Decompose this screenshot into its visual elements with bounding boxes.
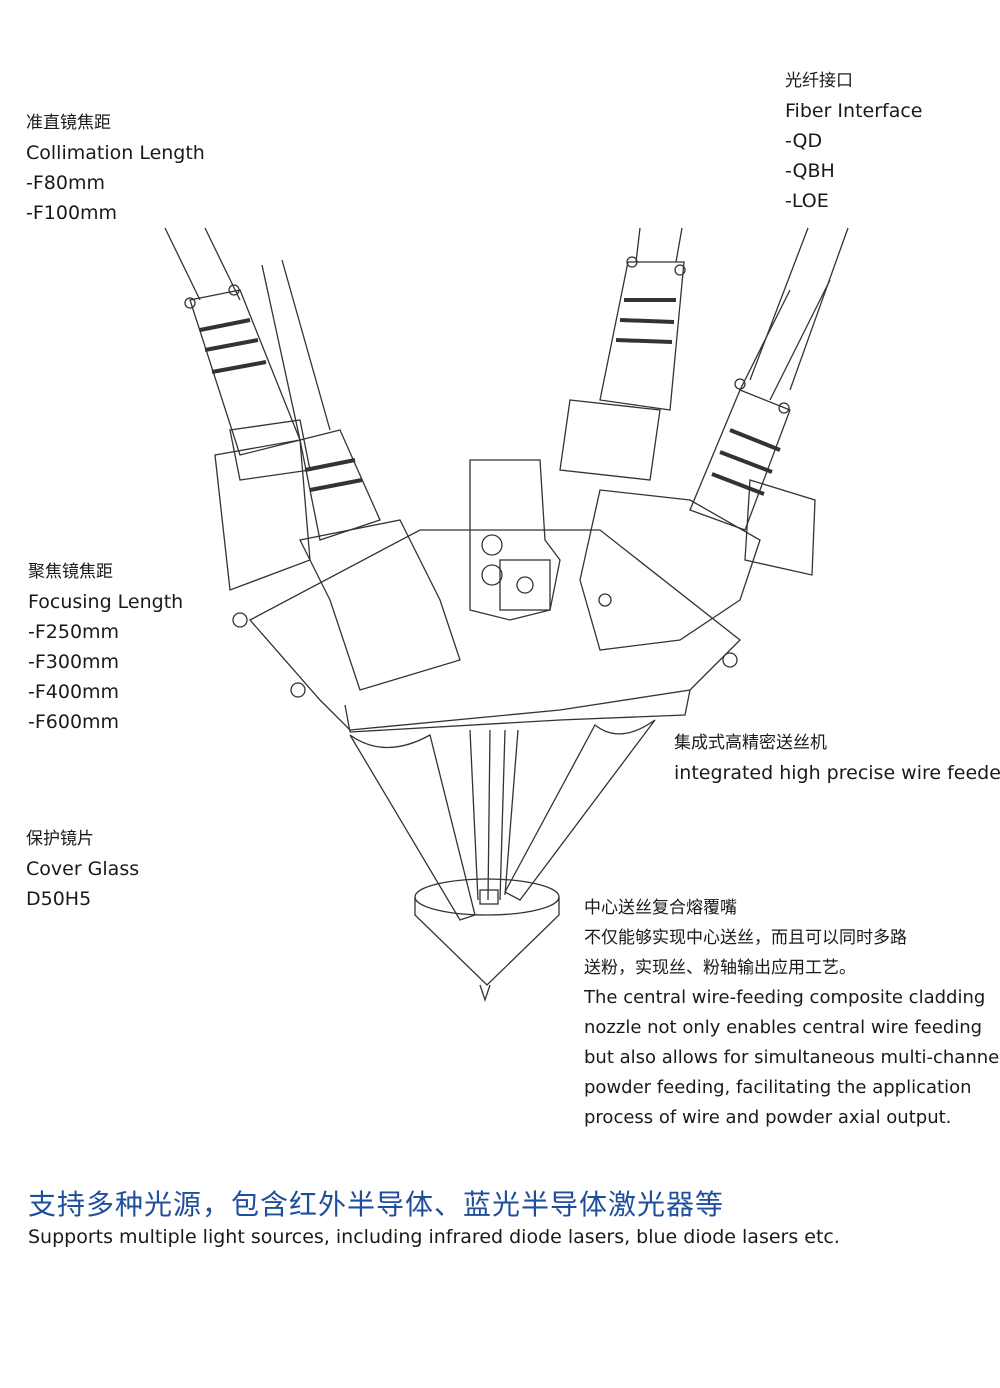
fiber-option: -QD xyxy=(785,130,823,152)
fiber-cn: 光纤接口 xyxy=(785,71,853,91)
wire-feeder-label: 集成式高精密送丝机 integrated high precise wire f… xyxy=(674,728,1000,788)
fiber-option: -LOE xyxy=(785,190,829,212)
fiber-cables xyxy=(164,227,849,441)
top-collimator xyxy=(559,256,686,481)
footer-title-en: Supports multiple light sources, includi… xyxy=(28,1226,840,1248)
focusing-cn: 聚焦镜焦距 xyxy=(28,562,113,582)
nozzle-cn-title: 中心送丝复合熔覆嘴 xyxy=(584,898,737,918)
focusing-option: -F600mm xyxy=(28,711,120,733)
focusing-en: Focusing Length xyxy=(28,591,184,613)
collimation-option: -F100mm xyxy=(26,202,118,224)
collimation-label: 准直镜焦距 Collimation Length -F80mm -F100mm xyxy=(26,108,205,228)
nozzle-en-desc: The central wire-feeding composite cladd… xyxy=(584,987,986,1008)
base-plate xyxy=(248,529,741,733)
nozzle-en-desc: process of wire and powder axial output. xyxy=(584,1107,952,1128)
cover-glass-label: 保护镜片 Cover Glass D50H5 xyxy=(26,824,139,914)
collimation-en: Collimation Length xyxy=(26,142,205,164)
fiber-en: Fiber Interface xyxy=(785,100,923,122)
right-focusing-module xyxy=(579,489,761,668)
focusing-option: -F300mm xyxy=(28,651,120,673)
focusing-option: -F400mm xyxy=(28,681,120,703)
focusing-label: 聚焦镜焦距 Focusing Length -F250mm -F300mm -F… xyxy=(28,557,183,737)
wire-feeder-en: integrated high precise wire feeder xyxy=(674,762,1000,784)
nozzle-cn-desc: 送粉，实现丝、粉轴输出应用工艺。 xyxy=(584,958,856,978)
fiber-option: -QBH xyxy=(785,160,835,182)
wire-feeder-cn: 集成式高精密送丝机 xyxy=(674,733,827,753)
left-collimator xyxy=(184,284,311,481)
wire-feeder-block xyxy=(469,459,561,621)
nozzle-en-desc: nozzle not only enables central wire fee… xyxy=(584,1017,983,1038)
cover-glass-spec: D50H5 xyxy=(26,888,92,910)
right-collimator xyxy=(689,378,816,576)
left-focusing-module xyxy=(214,429,461,698)
footer-title-cn: 支持多种光源，包含红外半导体、蓝光半导体激光器等 xyxy=(28,1188,725,1221)
focusing-option: -F250mm xyxy=(28,621,120,643)
fiber-interface-label: 光纤接口 Fiber Interface -QD -QBH -LOE xyxy=(785,66,923,216)
nozzle-en-desc: powder feeding, facilitating the applica… xyxy=(584,1077,972,1098)
nozzle-cn-desc: 不仅能够实现中心送丝，而且可以同时多路 xyxy=(584,928,907,948)
cover-glass-en: Cover Glass xyxy=(26,858,140,880)
collimation-option: -F80mm xyxy=(26,172,105,194)
cover-glass-cn: 保护镜片 xyxy=(26,829,94,849)
nozzle-en-desc: but also allows for simultaneous multi-c… xyxy=(584,1047,1000,1068)
powder-tubes xyxy=(349,719,656,921)
nozzle xyxy=(414,878,560,1003)
collimation-cn: 准直镜焦距 xyxy=(26,113,111,133)
nozzle-label: 中心送丝复合熔覆嘴 不仅能够实现中心送丝，而且可以同时多路 送粉，实现丝、粉轴输… xyxy=(584,893,1000,1133)
